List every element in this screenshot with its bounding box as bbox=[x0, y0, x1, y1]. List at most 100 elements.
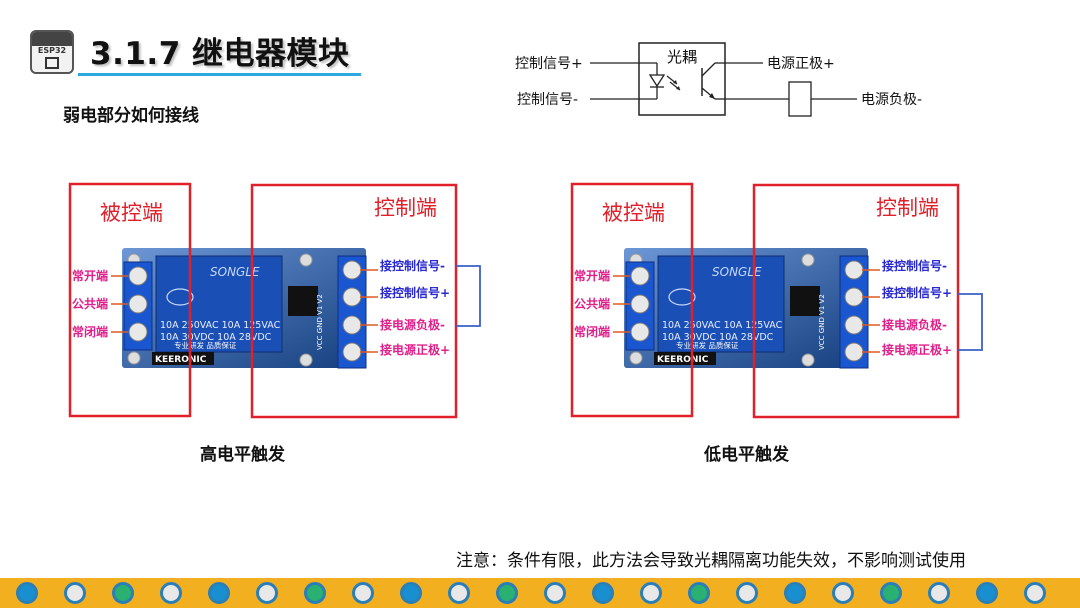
chip-icon bbox=[16, 582, 38, 604]
jumper-wire bbox=[456, 265, 481, 327]
controlled-side-frame bbox=[570, 182, 694, 418]
control-side-frame bbox=[250, 183, 458, 419]
term-ctrl-plus-label: 接控制信号+ bbox=[380, 285, 450, 300]
title-underline bbox=[78, 73, 361, 76]
cqc-mark-icon bbox=[668, 288, 696, 306]
terminal-no-label: 常开端 bbox=[72, 268, 108, 283]
relay-coil-icon bbox=[788, 81, 812, 117]
chip-icon bbox=[400, 582, 422, 604]
relay-spec-1: 10A 250VAC 10A 125VAC bbox=[160, 320, 281, 331]
chip-icon bbox=[592, 582, 614, 604]
controlled-side-frame bbox=[68, 182, 192, 418]
screw-icon bbox=[844, 342, 864, 362]
term-pwr-plus-label: 接电源正极+ bbox=[882, 342, 952, 357]
chip-icon bbox=[784, 582, 806, 604]
relay-spec-1: 10A 250VAC 10A 125VAC bbox=[662, 320, 783, 331]
optocoupler-chip bbox=[288, 286, 318, 316]
section-subtitle: 弱电部分如何接线 bbox=[63, 106, 199, 126]
logo-wave-bar bbox=[32, 32, 72, 46]
power-plus-label: 电源正极+ bbox=[767, 56, 835, 72]
page-title: 3.1.7 继电器模块 bbox=[90, 36, 350, 72]
screw-icon bbox=[342, 342, 362, 362]
chip-icon bbox=[304, 582, 326, 604]
chip-icon bbox=[160, 582, 182, 604]
pin-labels: VCC GND V1 V2 bbox=[818, 294, 826, 350]
chip-icon bbox=[208, 582, 230, 604]
relay-board-high-trigger: SONGLE 10A 250VAC 10A 125VAC 10A 30VDC 1… bbox=[68, 182, 481, 419]
optocoupler-schematic: 光耦 控制信号+ 控制信号- 电源正极+ 电源负极- bbox=[515, 42, 922, 117]
screw-icon bbox=[342, 287, 362, 307]
chip-icon bbox=[544, 582, 566, 604]
screw-icon bbox=[844, 260, 864, 280]
relay-board-low-trigger: SONGLE 10A 250VAC 10A 125VAC 10A 30VDC 1… bbox=[570, 182, 983, 419]
term-pwr-plus-label: 接电源正极+ bbox=[380, 342, 450, 357]
term-pwr-minus-label: 接电源负极- bbox=[380, 317, 445, 332]
terminal-no-label: 常开端 bbox=[574, 268, 610, 283]
esp32-logo-icon: ESP32 bbox=[30, 30, 74, 74]
optocoupler-chip bbox=[790, 286, 820, 316]
screw-icon bbox=[630, 266, 650, 286]
terminal-com-label: 公共端 bbox=[72, 296, 108, 311]
screw-icon bbox=[342, 260, 362, 280]
decorative-chip-strip bbox=[0, 578, 1080, 608]
term-pwr-minus-label: 接电源负极- bbox=[882, 317, 947, 332]
board-brand: KEERONIC bbox=[657, 355, 709, 365]
logo-text: ESP32 bbox=[37, 46, 67, 55]
controlled-side-label: 被控端 bbox=[100, 201, 163, 225]
screw-icon bbox=[128, 294, 148, 314]
chip-icon bbox=[832, 582, 854, 604]
chip-icon bbox=[688, 582, 710, 604]
chip-icon bbox=[64, 582, 86, 604]
chip-icon bbox=[352, 582, 374, 604]
ctrl-signal-plus-label: 控制信号+ bbox=[515, 56, 583, 72]
jumper-wire bbox=[958, 293, 983, 351]
screw-icon bbox=[128, 322, 148, 342]
controlled-side-label: 被控端 bbox=[602, 201, 665, 225]
screw-icon bbox=[342, 315, 362, 335]
screw-icon bbox=[844, 287, 864, 307]
control-side-label: 控制端 bbox=[374, 196, 437, 220]
relay-body bbox=[657, 255, 785, 353]
ctrl-signal-minus-label: 控制信号- bbox=[517, 92, 578, 108]
footnote: 注意：条件有限，此方法会导致光耦隔离功能失效，不影响测试使用 bbox=[456, 551, 966, 571]
chip-icon bbox=[640, 582, 662, 604]
control-side-frame bbox=[752, 183, 960, 419]
relay-body bbox=[155, 255, 283, 353]
board-tag: 专业研发 品质保证 bbox=[676, 340, 739, 350]
chip-icon bbox=[880, 582, 902, 604]
led-icon bbox=[648, 74, 666, 88]
terminal-nc-label: 常闭端 bbox=[72, 324, 108, 339]
caption-low-trigger: 低电平触发 bbox=[704, 445, 789, 465]
screw-icon bbox=[630, 322, 650, 342]
relay-spec-2: 10A 30VDC 10A 28VDC bbox=[160, 332, 272, 343]
relay-spec-2: 10A 30VDC 10A 28VDC bbox=[662, 332, 774, 343]
chip-icon bbox=[112, 582, 134, 604]
term-ctrl-minus-label: 接控制信号- bbox=[882, 258, 947, 273]
optocoupler-box bbox=[638, 42, 726, 116]
optocoupler-label: 光耦 bbox=[667, 48, 697, 66]
screw-icon bbox=[128, 266, 148, 286]
terminal-com-label: 公共端 bbox=[574, 296, 610, 311]
term-ctrl-plus-label: 接控制信号+ bbox=[882, 285, 952, 300]
power-minus-label: 电源负极- bbox=[861, 92, 922, 108]
chip-icon bbox=[448, 582, 470, 604]
chip-icon bbox=[736, 582, 758, 604]
cqc-mark-icon bbox=[166, 288, 194, 306]
screw-icon bbox=[844, 315, 864, 335]
chip-icon bbox=[976, 582, 998, 604]
control-side-label: 控制端 bbox=[876, 196, 939, 220]
board-tag: 专业研发 品质保证 bbox=[174, 340, 237, 350]
chip-icon bbox=[496, 582, 518, 604]
chip-icon bbox=[256, 582, 278, 604]
chip-icon bbox=[45, 57, 59, 69]
relay-brand: SONGLE bbox=[210, 265, 260, 279]
screw-icon bbox=[630, 294, 650, 314]
caption-high-trigger: 高电平触发 bbox=[200, 445, 285, 465]
relay-brand: SONGLE bbox=[712, 265, 762, 279]
chip-icon bbox=[1024, 582, 1046, 604]
pin-labels: VCC GND V1 V2 bbox=[316, 294, 324, 350]
chip-icon bbox=[928, 582, 950, 604]
terminal-nc-label: 常闭端 bbox=[574, 324, 610, 339]
term-ctrl-minus-label: 接控制信号- bbox=[380, 258, 445, 273]
board-brand: KEERONIC bbox=[155, 355, 207, 365]
